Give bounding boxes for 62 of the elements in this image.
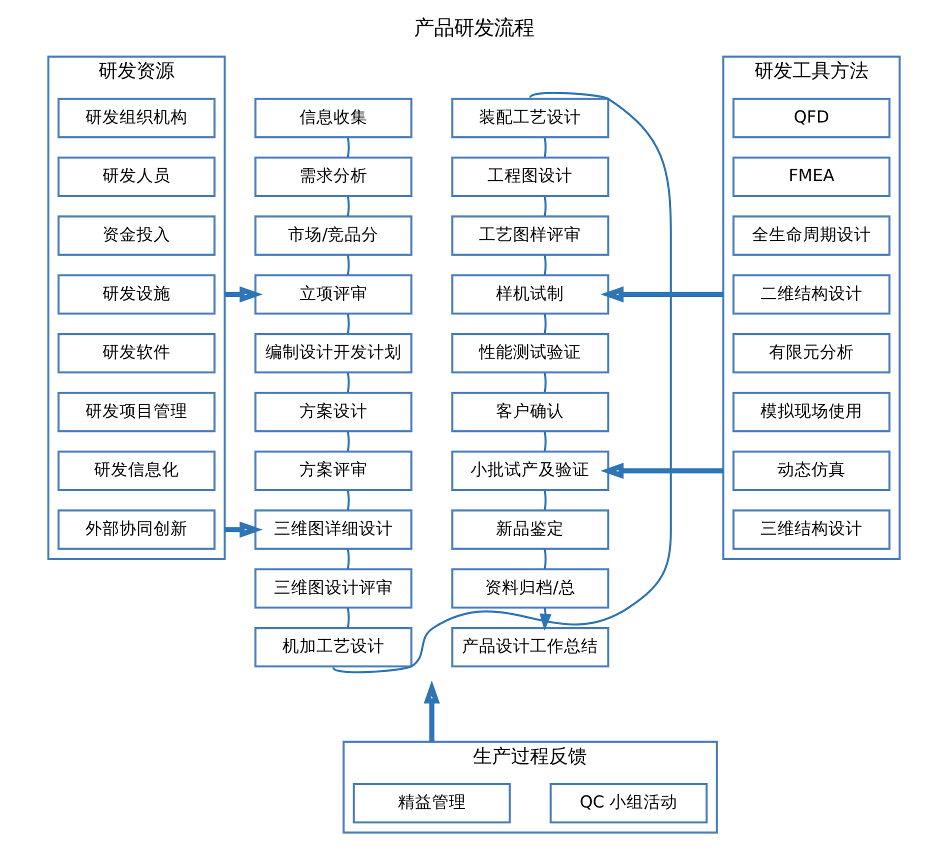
node-box: 性能测试验证 bbox=[450, 333, 609, 374]
node-box: 样机试制 bbox=[450, 274, 609, 315]
arrow bbox=[224, 286, 262, 302]
node-box: 外部协同创新 bbox=[57, 509, 216, 550]
node-box: 研发设施 bbox=[57, 274, 216, 315]
node-box: 信息收集 bbox=[254, 98, 412, 138]
arrow bbox=[600, 462, 723, 479]
connector bbox=[332, 92, 672, 674]
arrow bbox=[423, 680, 440, 742]
node-box: 客户确认 bbox=[450, 392, 609, 432]
node-box: 方案设计 bbox=[254, 392, 412, 432]
node-box: 研发人员 bbox=[57, 156, 216, 198]
node-box: 小批试产及验证 bbox=[450, 450, 609, 492]
node-box: 研发组织机构 bbox=[57, 98, 216, 138]
connector bbox=[346, 372, 350, 393]
connector bbox=[543, 196, 546, 216]
node-box: 产品设计工作总结 bbox=[450, 627, 609, 668]
node-box: 需求分析 bbox=[254, 156, 412, 198]
connector bbox=[543, 138, 546, 158]
node-box: 模拟现场使用 bbox=[732, 392, 890, 432]
node-box: 编制设计开发计划 bbox=[254, 333, 412, 374]
connector bbox=[543, 549, 546, 570]
node-box: QC 小组活动 bbox=[549, 782, 708, 824]
node-box: 方案评审 bbox=[254, 450, 412, 492]
connector bbox=[346, 549, 350, 570]
connector bbox=[543, 432, 546, 452]
connector bbox=[346, 196, 350, 216]
connector bbox=[346, 490, 350, 510]
connector bbox=[543, 255, 546, 276]
node-box: 研发软件 bbox=[57, 333, 216, 374]
connector bbox=[543, 314, 546, 334]
node-box: FMEA bbox=[732, 156, 890, 198]
node-box: 全生命周期设计 bbox=[732, 215, 890, 256]
connector bbox=[346, 138, 350, 158]
node-box: 资金投入 bbox=[57, 215, 216, 256]
connector bbox=[346, 608, 350, 628]
arrow bbox=[600, 286, 723, 302]
connector bbox=[543, 490, 546, 510]
node-box: 市场/竞品分 bbox=[254, 215, 412, 256]
node-box: 工程图设计 bbox=[450, 156, 609, 198]
node-box: 研发信息化 bbox=[57, 450, 216, 492]
node-box: QFD bbox=[732, 98, 890, 138]
node-box: 有限元分析 bbox=[732, 333, 890, 374]
node-box: 资料归档/总 bbox=[450, 568, 609, 609]
node-box: 精益管理 bbox=[352, 782, 510, 824]
connector bbox=[346, 432, 350, 452]
node-box: 装配工艺设计 bbox=[450, 98, 609, 138]
node-box: 立项评审 bbox=[254, 274, 412, 315]
node-box: 动态仿真 bbox=[732, 450, 890, 492]
node-box: 三维结构设计 bbox=[732, 509, 890, 550]
node-box: 三维图详细设计 bbox=[254, 509, 412, 550]
node-box: 机加工艺设计 bbox=[254, 627, 412, 668]
diagram-title: 产品研发流程 bbox=[414, 16, 534, 40]
node-box: 新品鉴定 bbox=[450, 509, 609, 550]
node-box: 三维图设计评审 bbox=[254, 568, 412, 609]
arrow bbox=[224, 522, 262, 538]
node-box: 研发项目管理 bbox=[57, 392, 216, 432]
node-box: 工艺图样评审 bbox=[450, 215, 609, 256]
connector bbox=[346, 255, 350, 276]
connector bbox=[543, 372, 546, 393]
node-box: 二维结构设计 bbox=[732, 274, 890, 315]
connector bbox=[346, 314, 350, 334]
